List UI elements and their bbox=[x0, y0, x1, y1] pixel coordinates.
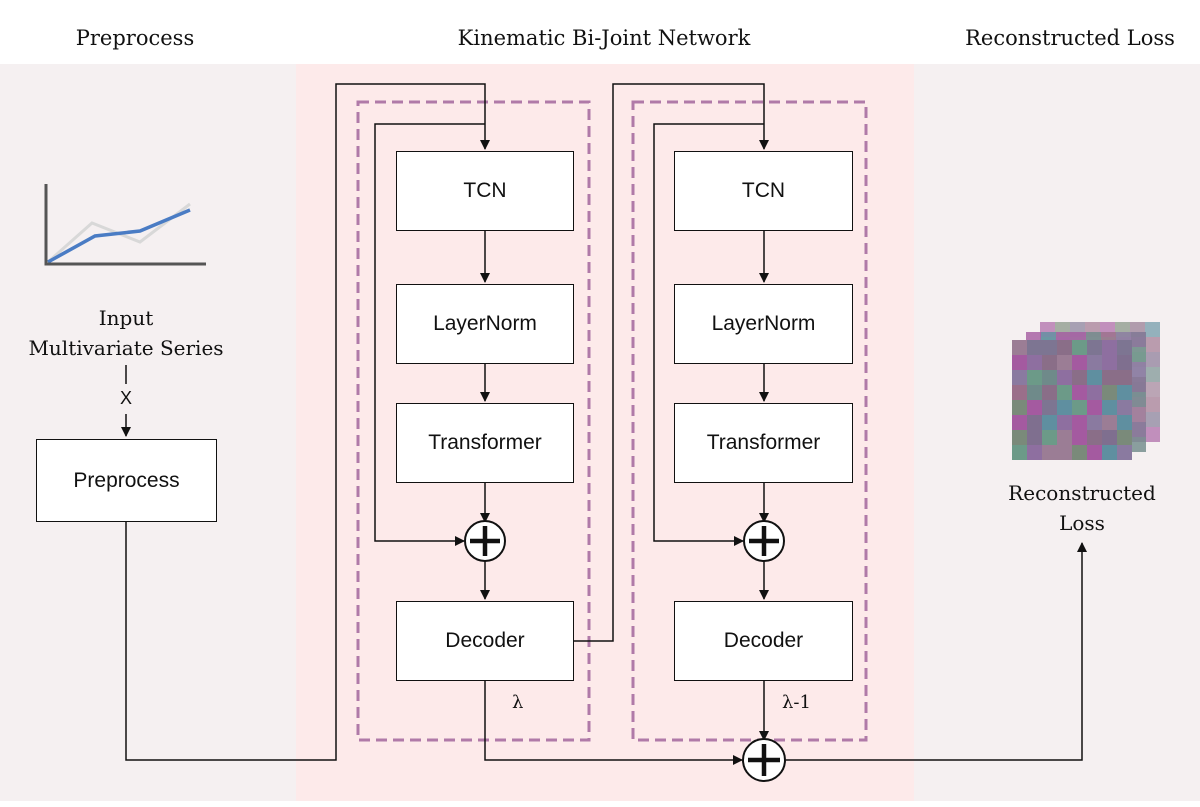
heatmap-stack-icon bbox=[1012, 322, 1160, 460]
input-caption-line1: Input bbox=[98, 306, 154, 330]
block1-wires bbox=[374, 123, 743, 765]
block1-to-block2-wire bbox=[573, 83, 769, 642]
adder-icon-output bbox=[742, 738, 786, 782]
loss-caption-line1: Reconstructed bbox=[1008, 481, 1156, 505]
block2-weight-label: λ-1 bbox=[782, 692, 811, 713]
block2-transformer-box: Transformer bbox=[674, 403, 853, 483]
block1-container bbox=[356, 100, 591, 742]
preprocess-to-block1-wire bbox=[125, 83, 490, 761]
chart-icon bbox=[44, 184, 206, 266]
block1-tcn-box: TCN bbox=[396, 151, 574, 231]
preprocess-panel bbox=[0, 64, 296, 801]
block1-layernorm-box: LayerNorm bbox=[396, 284, 574, 364]
block2-decoder-box: Decoder bbox=[674, 601, 853, 681]
input-variable-label: X bbox=[117, 388, 135, 409]
block2-layernorm-box: LayerNorm bbox=[674, 284, 853, 364]
section-title-preprocess: Preprocess bbox=[75, 26, 195, 50]
loss-caption: Reconstructed Loss bbox=[1008, 478, 1156, 538]
output-wire bbox=[786, 542, 1087, 761]
block2-wires bbox=[653, 123, 769, 741]
block1-transformer-box: Transformer bbox=[396, 403, 574, 483]
input-caption: Input Multivariate Series bbox=[28, 303, 223, 363]
block1-decoder-box: Decoder bbox=[396, 601, 574, 681]
block1-weight-label: λ bbox=[512, 692, 524, 713]
preprocess-box: Preprocess bbox=[36, 439, 217, 522]
block2-tcn-box: TCN bbox=[674, 151, 853, 231]
adder-icon-block2 bbox=[743, 520, 785, 562]
input-caption-line2: Multivariate Series bbox=[28, 336, 224, 360]
block2-container bbox=[631, 100, 868, 742]
adder-icon-block1 bbox=[464, 520, 506, 562]
loss-caption-line2: Loss bbox=[1059, 511, 1105, 535]
section-title-network: Kinematic Bi-Joint Network bbox=[457, 26, 751, 50]
section-title-loss: Reconstructed Loss bbox=[965, 26, 1175, 50]
